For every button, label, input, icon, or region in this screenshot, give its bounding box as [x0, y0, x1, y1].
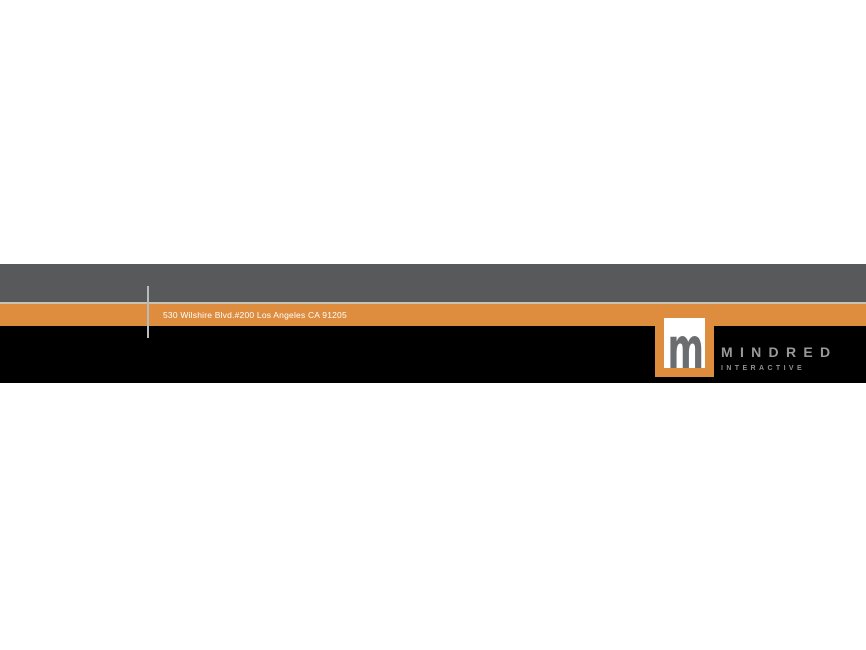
monogram-m-icon: m — [668, 318, 705, 368]
vertical-accent-line — [147, 286, 149, 338]
brand-tagline: INTERACTIVE — [721, 364, 806, 372]
band-separator-line — [0, 302, 866, 304]
monogram-letter: m — [668, 318, 705, 368]
orange-band — [0, 304, 866, 326]
gray-band — [0, 264, 866, 302]
address-text: 530 Wilshire Blvd.#200 Los Angeles CA 91… — [163, 310, 347, 320]
brand-wordmark: MINDRED — [721, 344, 838, 360]
logo-square-inner: m — [664, 318, 705, 368]
black-band — [0, 326, 866, 383]
logo-square: m — [655, 304, 714, 377]
